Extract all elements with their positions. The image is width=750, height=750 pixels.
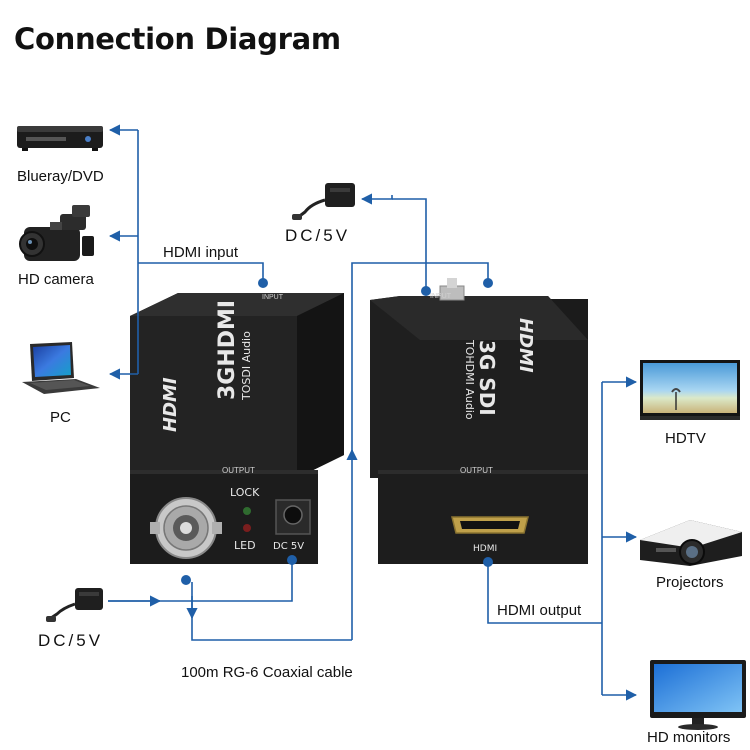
power-adapter-top-icon <box>292 183 355 220</box>
tx-input-label: INPUT <box>262 294 284 301</box>
hdtv-icon <box>640 360 740 420</box>
dc-top-label: DC/5V <box>285 226 351 245</box>
tx-model-name: 3GHDMI <box>215 300 240 400</box>
connection-lines <box>108 124 638 701</box>
hdmi-output-label: HDMI output <box>497 602 582 619</box>
lock-led-icon <box>243 507 251 515</box>
hd-monitor-icon <box>650 660 746 730</box>
coax-cable-label: 100m RG-6 Coaxial cable <box>181 664 353 681</box>
pc-label: PC <box>50 409 71 426</box>
bnc-connector-icon <box>150 497 222 559</box>
dc-top-arrow <box>360 193 393 205</box>
hd-monitors-label: HD monitors <box>647 729 731 746</box>
rx-hdmi-port-label: HDMI <box>473 544 497 554</box>
coax-bottom-line <box>191 582 352 641</box>
sdi-to-hdmi-receiver: INPUT HDMI 3G SDI TOHDMI Audio OUTPUT HD… <box>370 278 588 564</box>
projectors-label: Projectors <box>656 574 724 591</box>
hdmi-port-icon <box>451 516 529 534</box>
hdmi-input-label: HDMI input <box>163 244 239 261</box>
hdtv-label: HDTV <box>665 430 706 447</box>
camera-label: HD camera <box>18 271 94 288</box>
rx-bnc-top-icon <box>439 278 465 301</box>
coax-riser-line <box>351 262 380 460</box>
hd-camera-icon <box>19 205 94 261</box>
blueray-label: Blueray/DVD <box>17 168 104 185</box>
power-adapter-bottom-icon <box>46 588 103 622</box>
tx-output-label: OUTPUT <box>222 466 255 475</box>
hdmi-to-sdi-transmitter: INPUT HDMI 3GHDMI TOSDI Audio OUTPUT LOC… <box>130 293 344 564</box>
laptop-pc-icon <box>22 342 100 394</box>
tx-led-label: LED <box>234 539 256 552</box>
dc-jack-icon <box>283 505 303 525</box>
junction-dots <box>181 278 493 585</box>
hdmi-input-line <box>138 262 264 280</box>
rx-hdmi-logo: HDMI <box>515 318 536 373</box>
rx-input-label: INPUT <box>430 293 452 300</box>
tx-lock-label: LOCK <box>230 486 260 499</box>
coax-to-rx-line <box>380 262 489 285</box>
rx-output-label: OUTPUT <box>460 466 493 475</box>
power-led-icon <box>243 524 251 532</box>
projector-icon <box>640 520 742 566</box>
hdmi-output-line <box>487 562 602 624</box>
dc-bottom-line <box>108 560 293 602</box>
rx-model-name: 3G SDI <box>475 340 499 416</box>
tx-model-subtitle: TOSDI Audio <box>240 331 253 401</box>
dc-top-line <box>392 198 427 291</box>
tx-dc-label: DC 5V <box>273 541 304 552</box>
blueray-dvd-icon <box>17 126 103 151</box>
page-title: Connection Diagram <box>14 22 341 56</box>
tx-hdmi-logo: HDMI <box>160 377 181 432</box>
dc-bottom-label: DC/5V <box>38 631 104 650</box>
rx-model-subtitle: TOHDMI Audio <box>463 339 476 420</box>
